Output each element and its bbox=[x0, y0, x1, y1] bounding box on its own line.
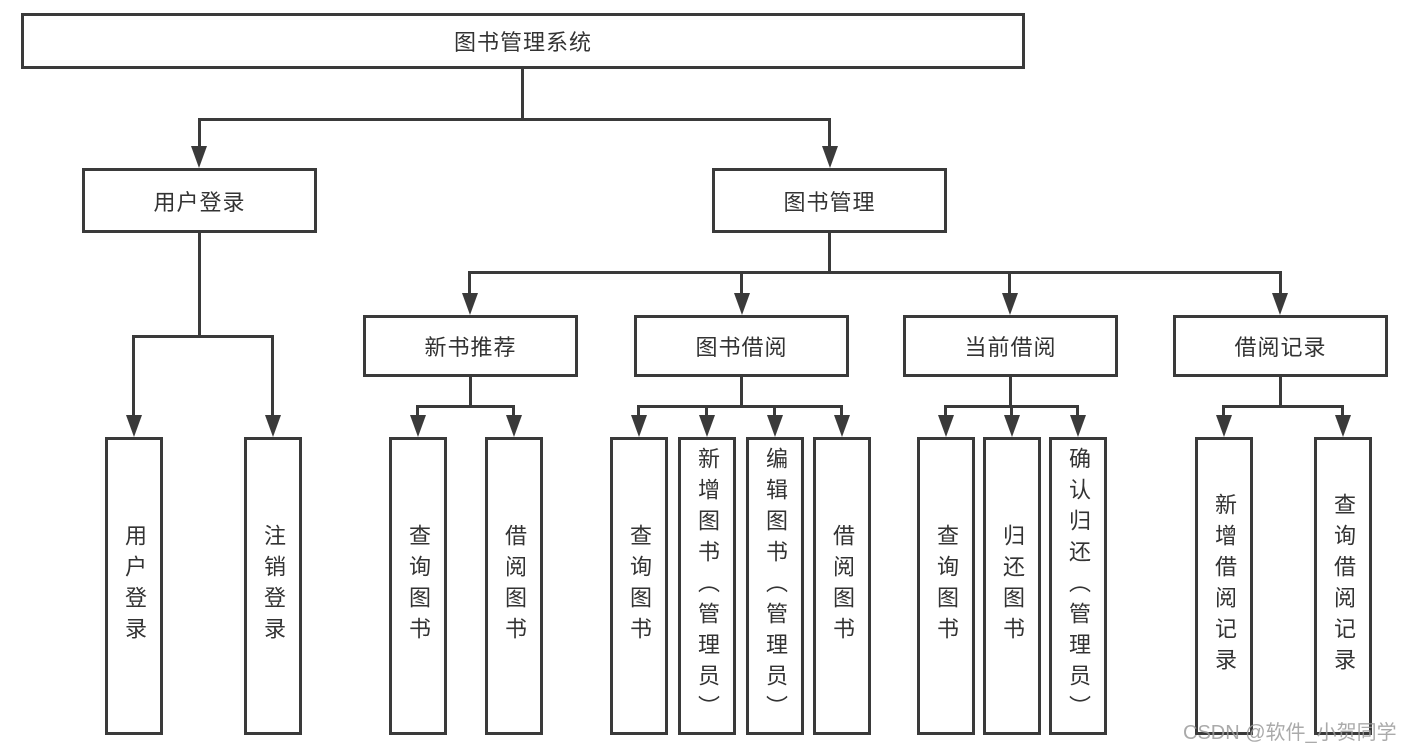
node-label: 用户登录 bbox=[122, 524, 147, 648]
connector bbox=[271, 335, 274, 417]
node-label: 查询借阅记录 bbox=[1331, 493, 1356, 679]
arrow-down-icon bbox=[265, 415, 281, 437]
node-label: 图书借阅 bbox=[695, 335, 788, 360]
leaf-query-borrow-record: 查询借阅记录 bbox=[1314, 437, 1372, 735]
arrow-down-icon bbox=[631, 415, 647, 437]
node-label: 新增图书（管理员） bbox=[695, 446, 720, 726]
connector bbox=[1076, 405, 1079, 417]
node-label: 图书管理系统 bbox=[453, 30, 592, 55]
node-label: 新增借阅记录 bbox=[1212, 493, 1237, 679]
node-label: 查询图书 bbox=[934, 524, 959, 648]
connector bbox=[705, 405, 708, 417]
connector bbox=[198, 233, 201, 337]
node-user-login: 用户登录 bbox=[82, 168, 317, 233]
connector bbox=[637, 405, 843, 408]
node-label: 编辑图书（管理员） bbox=[763, 446, 788, 726]
arrow-down-icon bbox=[410, 415, 426, 437]
connector bbox=[416, 405, 515, 408]
connector bbox=[740, 271, 743, 295]
arrow-down-icon bbox=[938, 415, 954, 437]
connector bbox=[840, 405, 843, 417]
node-book-management: 图书管理 bbox=[712, 168, 947, 233]
node-label: 图书管理 bbox=[783, 189, 876, 215]
arrow-down-icon bbox=[1335, 415, 1351, 437]
node-book-borrow: 图书借阅 bbox=[634, 315, 849, 377]
csdn-watermark: CSDN @软件_小贺同学 bbox=[1183, 722, 1397, 744]
connector bbox=[1222, 405, 1225, 417]
connector bbox=[740, 377, 743, 407]
connector bbox=[637, 405, 640, 417]
connector bbox=[198, 118, 201, 148]
arrow-down-icon bbox=[191, 146, 207, 168]
arrow-down-icon bbox=[1004, 415, 1020, 437]
arrow-down-icon bbox=[126, 415, 142, 437]
connector bbox=[944, 405, 947, 417]
connector bbox=[1341, 405, 1344, 417]
node-label: 当前借阅 bbox=[964, 335, 1057, 360]
node-label: 借阅图书 bbox=[502, 524, 527, 648]
connector bbox=[1222, 405, 1344, 408]
arrow-down-icon bbox=[1272, 293, 1288, 315]
leaf-query-books: 查询图书 bbox=[610, 437, 668, 735]
connector bbox=[828, 118, 831, 148]
arrow-down-icon bbox=[822, 146, 838, 168]
node-root: 图书管理系统 bbox=[21, 13, 1025, 69]
connector bbox=[416, 405, 419, 417]
node-new-book-recommend: 新书推荐 bbox=[363, 315, 578, 377]
connector bbox=[132, 335, 274, 338]
leaf-confirm-return-admin: 确认归还（管理员） bbox=[1049, 437, 1107, 735]
arrow-down-icon bbox=[699, 415, 715, 437]
connector bbox=[198, 118, 831, 121]
node-borrow-record: 借阅记录 bbox=[1173, 315, 1388, 377]
arrow-down-icon bbox=[834, 415, 850, 437]
connector bbox=[1009, 377, 1012, 407]
arrow-down-icon bbox=[462, 293, 478, 315]
leaf-borrow-books: 借阅图书 bbox=[485, 437, 543, 735]
arrow-down-icon bbox=[1216, 415, 1232, 437]
connector bbox=[468, 271, 1282, 274]
node-label: 确认归还（管理员） bbox=[1066, 446, 1091, 726]
node-label: 归还图书 bbox=[1000, 524, 1025, 648]
connector bbox=[521, 69, 524, 119]
arrow-down-icon bbox=[506, 415, 522, 437]
node-label: 借阅记录 bbox=[1234, 335, 1327, 360]
connector bbox=[1279, 377, 1282, 407]
connector bbox=[512, 405, 515, 417]
connector bbox=[1008, 271, 1011, 295]
leaf-user-login: 用户登录 bbox=[105, 437, 163, 735]
node-label: 借阅图书 bbox=[830, 524, 855, 648]
connector bbox=[468, 271, 471, 295]
arrow-down-icon bbox=[767, 415, 783, 437]
node-label: 查询图书 bbox=[406, 524, 431, 648]
arrow-down-icon bbox=[734, 293, 750, 315]
node-current-borrow: 当前借阅 bbox=[903, 315, 1118, 377]
connector bbox=[469, 377, 472, 407]
leaf-borrow-books: 借阅图书 bbox=[813, 437, 871, 735]
leaf-add-books-admin: 新增图书（管理员） bbox=[678, 437, 736, 735]
arrow-down-icon bbox=[1070, 415, 1086, 437]
connector bbox=[828, 233, 831, 273]
node-label: 注销登录 bbox=[261, 524, 286, 648]
connector bbox=[773, 405, 776, 417]
leaf-add-borrow-record: 新增借阅记录 bbox=[1195, 437, 1253, 735]
leaf-return-books: 归还图书 bbox=[983, 437, 1041, 735]
leaf-logout: 注销登录 bbox=[244, 437, 302, 735]
connector bbox=[1279, 271, 1282, 295]
arrow-down-icon bbox=[1002, 293, 1018, 315]
leaf-query-books: 查询图书 bbox=[917, 437, 975, 735]
connector bbox=[132, 335, 135, 417]
connector bbox=[1010, 405, 1013, 417]
node-label: 查询图书 bbox=[627, 524, 652, 648]
leaf-query-books: 查询图书 bbox=[389, 437, 447, 735]
node-label: 用户登录 bbox=[153, 189, 246, 215]
leaf-edit-books-admin: 编辑图书（管理员） bbox=[746, 437, 804, 735]
node-label: 新书推荐 bbox=[424, 335, 517, 360]
